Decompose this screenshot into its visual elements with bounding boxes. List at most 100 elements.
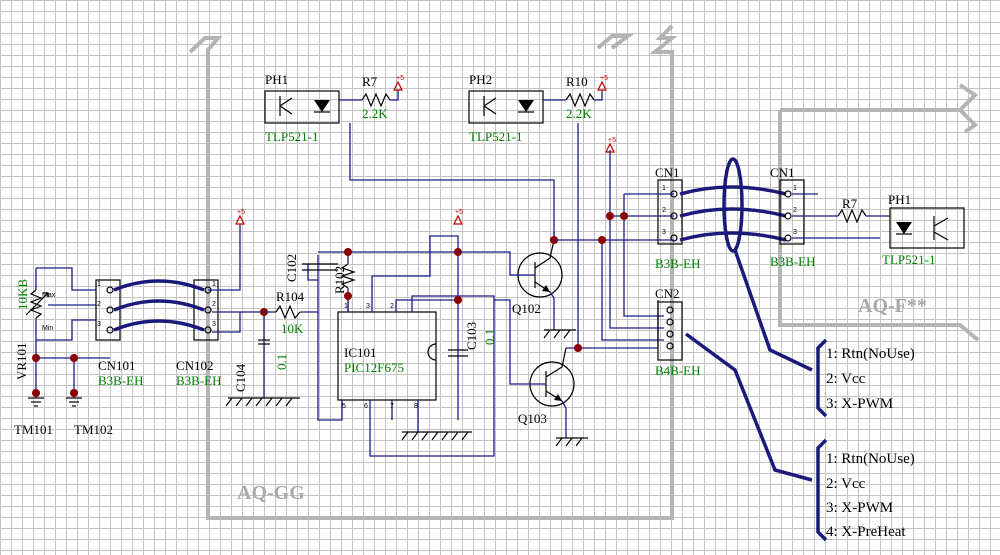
svg-text:+5: +5 [237,209,245,216]
ic-pin-2-label: 2 [390,303,394,310]
vr101-value: 10KB [15,279,30,310]
ic-pin-7-label: 7 [390,403,394,410]
svg-text:+5: +5 [608,137,616,144]
c103-ref: C103 [464,322,479,350]
c103-value: 0.1 [482,329,497,345]
vr101-potentiometer [25,267,110,407]
r102-resistor [340,248,458,312]
cn1-remote-type: B3B-EH [770,254,816,269]
ic101-ref: IC101 [344,345,377,360]
q103-ref: Q103 [518,411,547,426]
legend-four-pin-line-1: 1: Rtn(NoUse) [826,451,915,467]
pin-2-label: 2 [793,207,797,214]
ph2-optocoupler [468,90,603,348]
cn1-type: B3B-EH [655,256,701,271]
ic-pin-3-label: 3 [366,303,370,310]
r10-value: 2.2K [566,106,592,121]
ic-pin-8-label: 8 [414,403,418,410]
tm101-ref: TM101 [14,422,53,437]
svg-text:+5: +5 [396,75,404,82]
c102-ref: C102 [284,254,299,282]
legend-four-pin-line-2: 2: Vcc [826,476,866,492]
legend-three-pin: 1: Rtn(NoUse) 2: Vcc 3: X-PWM [816,338,915,418]
pin-2-label: 2 [97,301,101,308]
vcc-symbol: +5 [597,75,608,91]
ic-pin-6-label: 6 [364,403,368,410]
cn102-type: B3B-EH [176,373,222,388]
legend-three-pin-line-3: 3: X-PWM [826,396,893,412]
cn101-ref: CN101 [98,358,136,373]
ph1-ref: PH1 [265,72,288,87]
r10-ref: R10 [566,74,588,89]
cn102-wiring [208,224,300,407]
ph1-optocoupler [264,90,555,240]
ph1-remote-ref: PH1 [888,192,911,207]
r7-ref: R7 [362,74,378,89]
svg-text:+5: +5 [455,209,463,216]
legend-four-pin: 1: Rtn(NoUse) 2: Vcc 3: X-PWM 4: X-PreHe… [816,438,915,542]
cable-cn101-cn102 [113,279,205,332]
pin-3-label: 3 [793,229,797,236]
pin-3-label: 3 [97,321,101,328]
cn1-connector: 1 2 3 [554,150,683,341]
pin-1-label: 1 [212,281,216,288]
vcc-symbol: +5 [393,75,404,91]
legend-four-pin-line-3: 3: X-PWM [826,500,893,516]
q102-transistor [458,232,576,339]
pin-3-label: 3 [212,321,216,328]
ph2-ref: PH2 [469,72,492,87]
legend-four-pin-line-4: 4: X-PreHeat [826,524,906,540]
cn101-connector: 1 2 3 [95,279,121,341]
legend-three-pin-line-1: 1: Rtn(NoUse) [826,346,915,362]
r104-ref: R104 [276,289,305,304]
r7-remote-resistor [837,208,890,224]
tm102-ref: TM102 [74,422,113,437]
vcc-symbol: +5 [453,209,463,225]
cn102-ref: CN102 [176,358,214,373]
ic-pin-5-label: 5 [342,403,346,410]
vr101-ref: VR101 [14,342,29,380]
ph2-type: TLP521-1 [469,129,522,144]
cn102-connector: 1 2 3 [193,279,219,341]
ic-pin-1-label: 1 [344,303,348,310]
cn2-type: B4B-EH [655,363,701,378]
pin-1-label: 1 [97,281,101,288]
r7-value: 2.2K [362,106,388,121]
cn2-connector [657,301,683,361]
r102-ref: R102 [332,266,347,294]
c104-value: 0.1 [274,354,289,370]
legend-three-pin-line-2: 2: Vcc [826,371,866,387]
vr101-min-label: Min [42,325,53,332]
cn101-type: B3B-EH [98,373,144,388]
ic101-pic12f675: 1 3 2 5 6 7 8 [337,235,495,457]
vcc-symbol: +5 [605,137,616,153]
pin-2-label: 2 [662,207,666,214]
pin-2-label: 2 [212,301,216,308]
ph1-remote-type: TLP521-1 [882,252,935,267]
cable-cn1-remote [679,157,813,482]
board-outline-aq-gg [188,24,678,520]
vr101-max-label: Max [42,292,56,299]
c104-ref: C104 [233,363,248,392]
cn1-remote-connector: 1 2 3 [779,179,880,245]
region-label-aq-f: AQ-F** [858,295,927,317]
r7-remote-ref: R7 [842,196,858,211]
r104-value: 10K [281,321,304,336]
pin-1-label: 1 [793,185,797,192]
pin-1-label: 1 [662,185,666,192]
c102-capacitor [302,251,348,281]
cn1-ref: CN1 [655,165,680,180]
pin-3-label: 3 [662,229,666,236]
ic101-type: PIC12F675 [344,360,404,375]
cn1-remote-ref: CN1 [770,165,795,180]
svg-text:+5: +5 [600,75,608,82]
region-label-aq-gg: AQ-GG [237,482,305,504]
vcc-symbol: +5 [235,209,245,225]
r104-resistor [264,255,343,421]
ph1-type: TLP521-1 [265,129,318,144]
q102-ref: Q102 [512,301,541,316]
cn2-ref: CN2 [655,286,680,301]
ph1-remote-optocoupler [889,207,965,249]
